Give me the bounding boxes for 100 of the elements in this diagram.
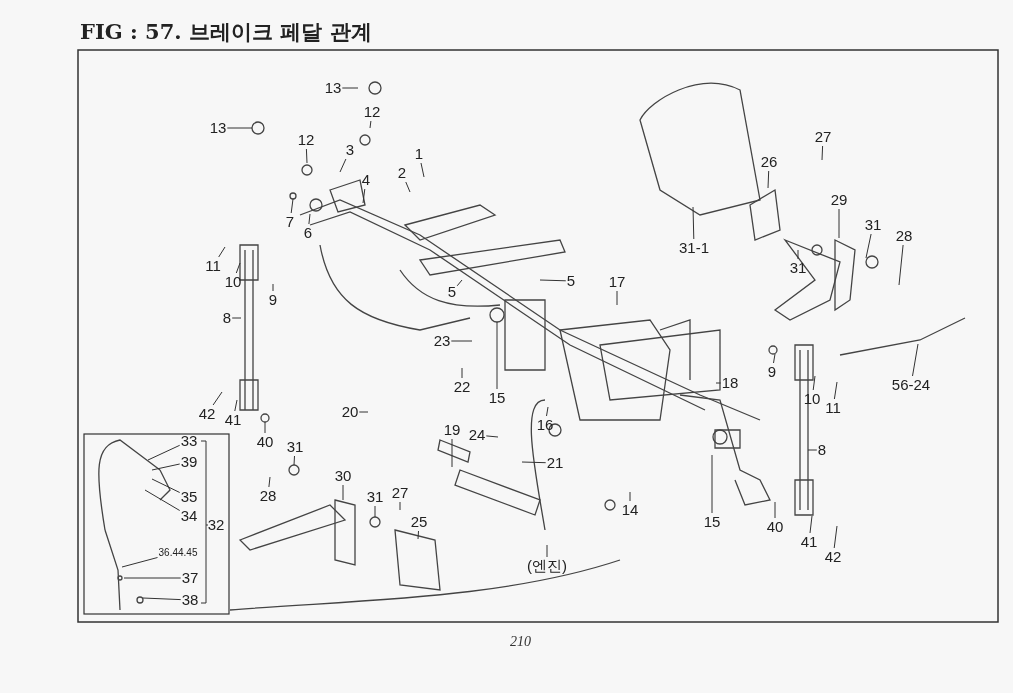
leader-line: [358, 411, 369, 413]
callout-number: 32: [207, 517, 225, 533]
leader-line: [147, 444, 181, 461]
callout-number: 16: [536, 417, 554, 433]
callout-number: 9: [767, 364, 777, 380]
leader-line: [616, 290, 618, 306]
leader-line: [231, 317, 242, 319]
leader-line: [142, 597, 182, 601]
leader-line: [692, 206, 695, 240]
leader-line: [218, 246, 226, 258]
leader-line: [151, 463, 181, 471]
callout-number: 27: [814, 129, 832, 145]
callout-number: 27: [391, 485, 409, 501]
callout-number: 17: [608, 274, 626, 290]
callout-number: 28: [895, 228, 913, 244]
callout-number: 10: [224, 274, 242, 290]
callout-number: 39: [180, 454, 198, 470]
callout-number: 20: [341, 404, 359, 420]
leader-line: [290, 198, 294, 214]
leader-line: [773, 353, 776, 364]
callout-number: 4: [361, 172, 371, 188]
callout-number: 2: [397, 165, 407, 181]
leader-line: [123, 577, 182, 579]
callout-number: 26: [760, 154, 778, 170]
callout-number: 34: [180, 508, 198, 524]
leader-line: [234, 399, 238, 412]
leader-line: [308, 213, 311, 225]
callout-number: 40: [256, 434, 274, 450]
leader-line: [305, 148, 308, 164]
callout-number: 7: [285, 214, 295, 230]
figure-title: FIG : 57. 브레이크 페달 관계: [80, 18, 372, 46]
leader-line: [812, 375, 816, 391]
leader-line: [833, 525, 838, 549]
callout-number: 1: [414, 146, 424, 162]
callout-number: 12: [363, 104, 381, 120]
callout-number: 6: [303, 225, 313, 241]
leader-line: [121, 557, 158, 568]
callout-number: 18: [721, 375, 739, 391]
callout-number: 24: [468, 427, 486, 443]
callout-number: 15: [488, 390, 506, 406]
callout-number: 22: [453, 379, 471, 395]
callout-number: 31-1: [679, 240, 709, 256]
callout-number: 21: [546, 455, 564, 471]
callout-number: 15: [703, 514, 721, 530]
callout-number: 56-24: [891, 377, 931, 393]
leader-line: [456, 279, 463, 287]
leader-line: [399, 501, 401, 511]
callout-number: 28: [259, 488, 277, 504]
leader-line: [838, 208, 840, 239]
callout-number: 33: [180, 433, 198, 449]
callout-number: 5: [566, 273, 576, 289]
callout-number: 30: [334, 468, 352, 484]
callout-number: 19: [443, 422, 461, 438]
callout-number: 8: [222, 310, 232, 326]
leader-line: [767, 170, 770, 189]
leader-line: [264, 421, 266, 434]
callout-number: 31: [286, 439, 304, 455]
leader-line: [898, 244, 904, 286]
callout-number: 12: [297, 132, 315, 148]
leader-line: [539, 279, 567, 282]
callout-number: 36.44.45: [158, 546, 198, 558]
leader-line: [461, 367, 463, 379]
callout-number: 10: [803, 391, 821, 407]
leader-line: [339, 158, 347, 173]
leader-line: [293, 455, 295, 466]
callout-number: 35: [180, 489, 198, 505]
callout-number: 31: [789, 260, 807, 276]
callout-number: 11: [825, 400, 841, 416]
leader-line: [451, 438, 453, 468]
leader-line: [342, 484, 344, 501]
callout-number: 3: [345, 142, 355, 158]
leader-line: [797, 249, 799, 260]
leader-line: [417, 530, 419, 540]
callout-number: 13: [324, 80, 342, 96]
callout-number: 23: [433, 333, 451, 349]
leader-line: [912, 343, 919, 377]
leader-line: [865, 233, 872, 259]
callout-number: 11: [205, 258, 221, 274]
callout-number: 25: [410, 514, 428, 530]
leader-line: [268, 476, 271, 488]
leader-line: [629, 491, 631, 502]
page-number: 210: [510, 634, 531, 650]
callout-number: 29: [830, 192, 848, 208]
leader-line: [151, 478, 181, 493]
callout-number: 9: [268, 292, 278, 308]
callout-number: 5: [447, 284, 457, 300]
callout-number: 37: [181, 570, 199, 586]
leader-line: [212, 391, 223, 406]
callout-number: 14: [621, 502, 639, 518]
callout-number: 41: [224, 412, 242, 428]
callout-number: 38: [181, 592, 199, 608]
leader-line: [272, 283, 274, 292]
callout-number: 31: [366, 489, 384, 505]
leader-line: [833, 381, 838, 400]
leader-line: [774, 501, 776, 519]
leader-line: [807, 449, 818, 451]
leader-line: [420, 162, 425, 178]
leader-line: [809, 515, 813, 534]
leader-line: [521, 461, 547, 464]
leader-line: [362, 188, 366, 204]
